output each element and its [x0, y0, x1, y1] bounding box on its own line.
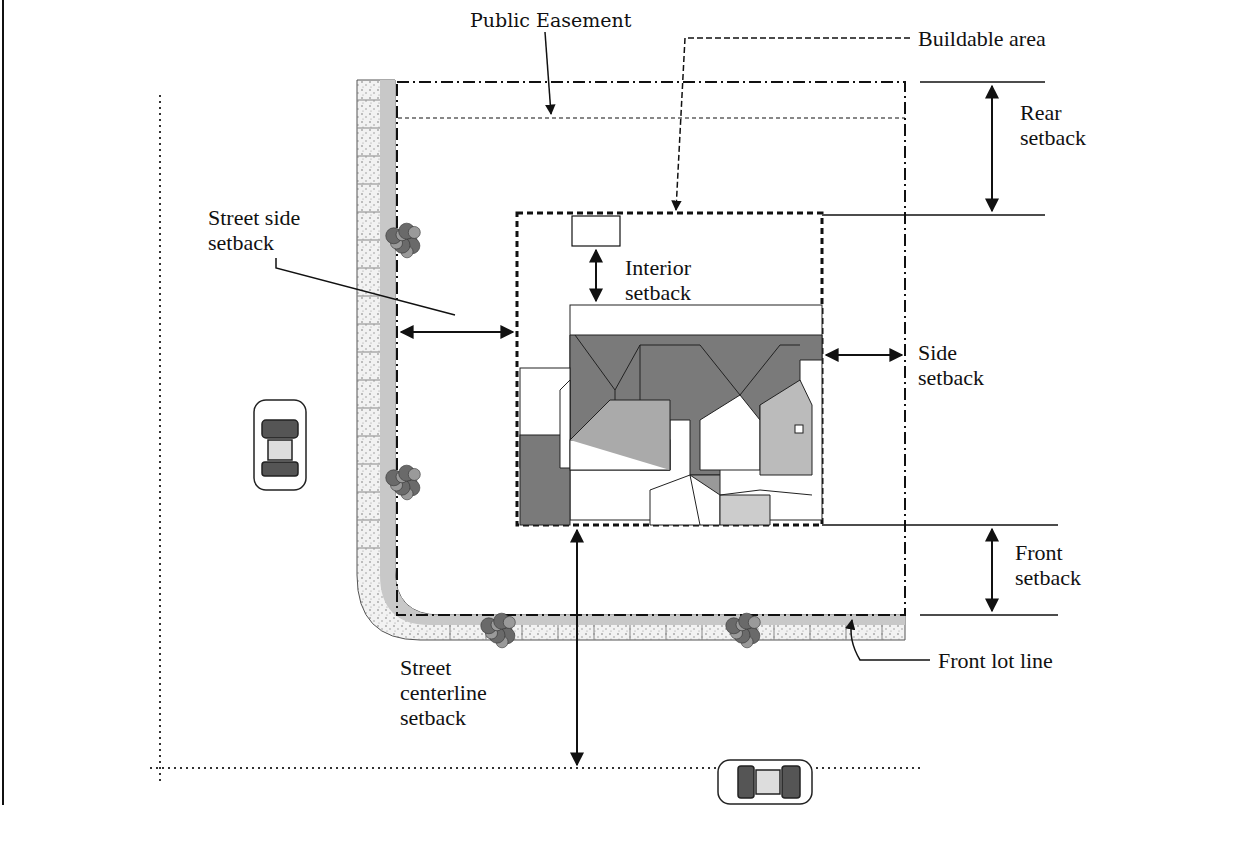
setback-label: Side setback — [918, 340, 1018, 390]
setback-label: Buildable area — [918, 26, 1118, 51]
setback-label: Front setback — [1015, 540, 1115, 590]
setback-label: Street side setback — [208, 205, 338, 255]
setback-label: Street centerline setback — [400, 655, 540, 730]
setback-label: Rear setback — [1020, 100, 1110, 150]
setback-label: Front lot line — [938, 648, 1118, 673]
setback-label: Interior setback — [625, 255, 735, 305]
setback-label: Public Easement — [470, 8, 670, 33]
